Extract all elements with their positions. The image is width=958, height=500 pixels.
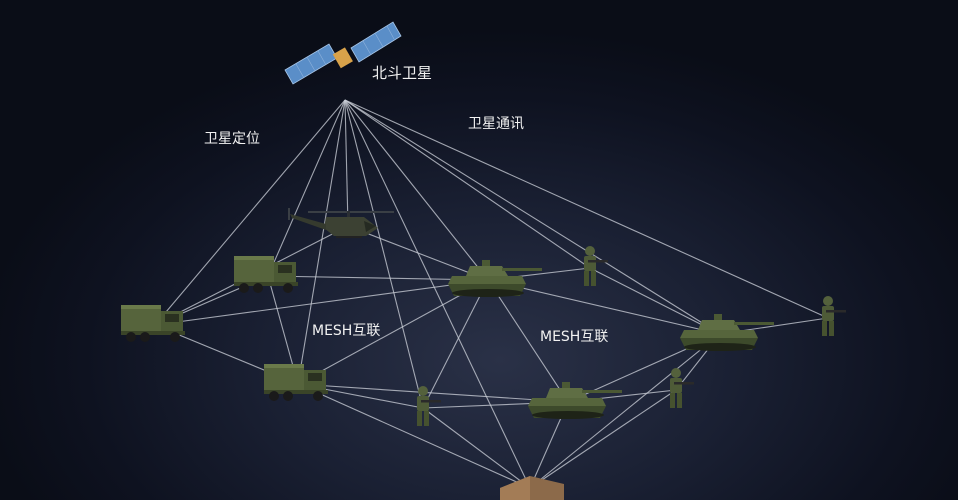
satellite-link-truck1 [154, 99, 346, 326]
mesh-link-truck1-tank1 [154, 279, 489, 326]
mesh-link-tank1-tank2 [487, 279, 721, 335]
satellite-link-sold1 [344, 99, 591, 269]
satellite-link-sold2 [344, 99, 424, 409]
mesh-link-sold1-tank2 [589, 267, 721, 335]
truck-icon [121, 305, 185, 342]
mesh-link-sold2-base [422, 407, 531, 489]
mesh-link-tank2-base [529, 333, 721, 489]
soldier-icon [417, 386, 441, 426]
link-layer [154, 99, 829, 489]
truck-icon [234, 256, 298, 293]
soldier-icon [584, 246, 608, 286]
satellite-label: 北斗卫星 [372, 64, 433, 82]
base-station-icon [500, 476, 564, 500]
satellite-link-tank2 [344, 99, 721, 335]
mesh-label-right: MESH互联 [540, 329, 609, 345]
tank-icon [528, 382, 622, 419]
satellite-link-base [344, 99, 531, 489]
mesh-link-truck3-tank1 [297, 279, 489, 385]
mesh-link-sold3-base [529, 389, 677, 489]
helicopter-icon [288, 208, 394, 238]
satellite-link-sold4 [344, 99, 829, 319]
soldier-icon [670, 368, 694, 408]
tank-icon [448, 260, 542, 297]
satellite-link-tank1 [344, 99, 489, 281]
mesh-link-tank1-sold2 [422, 279, 489, 409]
communication-label: 卫星通讯 [468, 116, 524, 132]
tank-icon [680, 314, 774, 351]
mesh-link-truck3-tank3 [297, 383, 569, 403]
mesh-link-tank1-tank3 [487, 279, 569, 403]
positioning-label: 卫星定位 [204, 131, 260, 147]
satellite-link-heli [344, 99, 349, 227]
truck-icon [264, 364, 328, 401]
satellite-link-truck3 [297, 99, 346, 385]
satellite-link-truck2 [267, 99, 346, 277]
mesh-link-truck3-base [297, 383, 531, 489]
unit-layer [121, 21, 846, 500]
mesh-link-heli-tank1 [347, 225, 489, 281]
mesh-label-left: MESH互联 [312, 323, 381, 339]
soldier-icon [822, 296, 846, 336]
